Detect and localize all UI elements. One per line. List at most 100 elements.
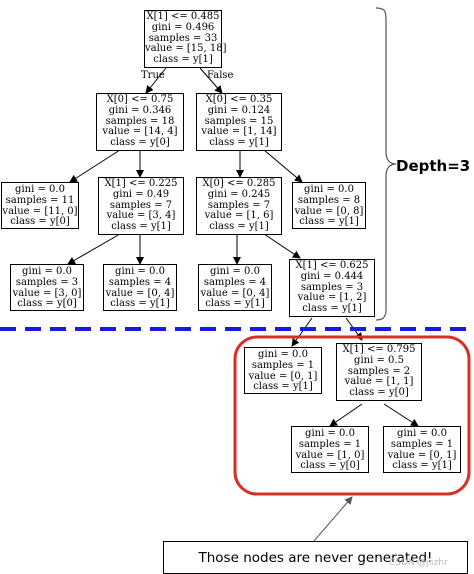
node-line: X[0] <= 0.35 xyxy=(205,94,273,105)
node-line: value = [1, 6] xyxy=(204,210,274,222)
node-line: class = y[1] xyxy=(110,298,170,310)
node-line: gini = 0.0 xyxy=(304,184,354,195)
node-line: class = y[1] xyxy=(205,298,265,310)
tree-node-n1: X[0] <= 0.75 gini = 0.346 samples = 18 v… xyxy=(96,93,184,151)
tree-node-n8: gini = 0.0 samples = 4 value = [0, 4] cl… xyxy=(103,264,177,311)
edge-n12-n13 xyxy=(329,403,363,427)
tree-node-n2: X[0] <= 0.35 gini = 0.124 samples = 15 v… xyxy=(196,93,282,151)
node-line: samples = 18 xyxy=(105,115,175,127)
node-line: gini = 0.0 xyxy=(22,266,72,277)
tree-node-n13: gini = 0.0 samples = 1 value = [1, 0] cl… xyxy=(291,426,369,473)
depth-brace xyxy=(375,7,397,321)
node-line: value = [14, 4] xyxy=(102,126,178,138)
tree-node-n14: gini = 0.0 samples = 1 value = [0, 1] cl… xyxy=(383,426,461,473)
node-line: gini = 0.0 xyxy=(305,428,355,439)
node-line: class = y[1] xyxy=(209,137,269,149)
caption-pointer-arrow xyxy=(313,496,353,542)
node-line: X[1] <= 0.625 xyxy=(295,260,369,271)
node-line: gini = 0.496 xyxy=(151,21,215,33)
node-line: value = [0, 1] xyxy=(248,370,318,382)
node-line: gini = 0.444 xyxy=(300,270,364,282)
edge-n12-n14 xyxy=(383,403,419,427)
node-line: value = [1, 14] xyxy=(201,126,277,138)
watermark: CSDN @jszhr xyxy=(389,558,448,568)
edge-n2-n6 xyxy=(263,149,303,183)
node-line: class = y[1] xyxy=(153,54,213,66)
node-line: value = [11, 0] xyxy=(2,205,78,217)
edge-root-n1 xyxy=(145,67,167,94)
node-line: value = [1, 0] xyxy=(295,449,365,461)
tree-node-n4: X[1] <= 0.225 gini = 0.49 samples = 7 va… xyxy=(98,177,184,235)
node-line: samples = 2 xyxy=(347,365,411,377)
node-line: samples = 3 xyxy=(15,276,79,288)
node-line: value = [3, 0] xyxy=(12,287,82,299)
node-line: class = y[1] xyxy=(392,460,452,472)
node-line: samples = 4 xyxy=(203,276,267,288)
tree-node-n9: gini = 0.0 samples = 4 value = [0, 4] cl… xyxy=(198,264,272,311)
node-line: samples = 4 xyxy=(108,276,172,288)
node-line: samples = 7 xyxy=(207,199,271,211)
pruned-region-highlight xyxy=(233,335,471,496)
node-line: value = [3, 4] xyxy=(106,210,176,222)
node-line: gini = 0.245 xyxy=(207,188,271,200)
node-line: samples = 1 xyxy=(298,438,362,450)
node-line: class = y[1] xyxy=(253,381,313,393)
tree-node-n12: X[1] <= 0.795 gini = 0.5 samples = 2 val… xyxy=(336,343,422,401)
node-line: class = y[0] xyxy=(17,298,77,310)
depth-label: Depth=3 xyxy=(396,157,471,175)
tree-node-n3: gini = 0.0 samples = 11 value = [11, 0] … xyxy=(1,182,79,229)
tree-node-n10: X[1] <= 0.625 gini = 0.444 samples = 3 v… xyxy=(289,259,375,317)
node-line: class = y[0] xyxy=(300,460,360,472)
tree-node-n7: gini = 0.0 samples = 3 value = [3, 0] cl… xyxy=(10,264,84,311)
node-line: samples = 33 xyxy=(148,32,218,44)
node-line: class = y[1] xyxy=(299,216,359,228)
node-line: gini = 0.0 xyxy=(15,184,65,195)
node-line: gini = 0.0 xyxy=(397,428,447,439)
node-line: value = [15, 18] xyxy=(145,43,227,55)
node-line: samples = 11 xyxy=(5,194,75,206)
node-line: class = y[0] xyxy=(349,387,409,399)
node-line: samples = 3 xyxy=(300,281,364,293)
edge-label-true: True xyxy=(141,70,165,81)
node-line: gini = 0.0 xyxy=(210,266,260,277)
tree-node-n6: gini = 0.0 samples = 8 value = [0, 8] cl… xyxy=(292,182,366,229)
edge-label-false: False xyxy=(207,70,234,81)
node-line: gini = 0.346 xyxy=(108,104,172,116)
node-line: gini = 0.5 xyxy=(354,354,404,366)
node-line: X[1] <= 0.795 xyxy=(342,344,416,355)
node-line: class = y[1] xyxy=(111,221,171,233)
node-line: samples = 7 xyxy=(109,199,173,211)
node-line: value = [0, 8] xyxy=(294,205,364,217)
node-line: value = [1, 1] xyxy=(344,376,414,388)
node-line: samples = 8 xyxy=(297,194,361,206)
edge-n1-n3 xyxy=(69,149,121,183)
caption-box: Those nodes are never generated! xyxy=(163,541,468,574)
node-line: X[0] <= 0.285 xyxy=(202,178,276,189)
node-line: samples = 1 xyxy=(390,438,454,450)
node-line: class = y[0] xyxy=(110,137,170,149)
node-line: class = y[0] xyxy=(10,216,70,228)
node-line: samples = 15 xyxy=(204,115,274,127)
node-line: value = [0, 4] xyxy=(200,287,270,299)
node-line: value = [0, 4] xyxy=(105,287,175,299)
node-line: class = y[1] xyxy=(302,303,362,315)
node-line: gini = 0.124 xyxy=(207,104,271,116)
node-line: gini = 0.49 xyxy=(112,188,170,200)
edge-n5-n10 xyxy=(263,233,301,259)
node-line: gini = 0.0 xyxy=(258,349,308,360)
node-line: X[1] <= 0.225 xyxy=(104,178,178,189)
node-line: value = [1, 2] xyxy=(297,292,367,304)
node-line: class = y[1] xyxy=(209,221,269,233)
node-line: value = [0, 1] xyxy=(387,449,457,461)
edge-n4-n7 xyxy=(67,233,121,265)
tree-edges xyxy=(67,67,419,427)
caption-text: Those nodes are never generated! xyxy=(198,550,433,566)
node-line: samples = 1 xyxy=(251,359,315,371)
node-line: X[0] <= 0.75 xyxy=(106,94,174,105)
edge-n10-n11 xyxy=(291,317,313,347)
edge-root-n2 xyxy=(199,67,223,94)
tree-node-n11: gini = 0.0 samples = 1 value = [0, 1] cl… xyxy=(244,347,322,394)
node-line: gini = 0.0 xyxy=(115,266,165,277)
tree-node-root: X[1] <= 0.485 gini = 0.496 samples = 33 … xyxy=(144,10,227,68)
